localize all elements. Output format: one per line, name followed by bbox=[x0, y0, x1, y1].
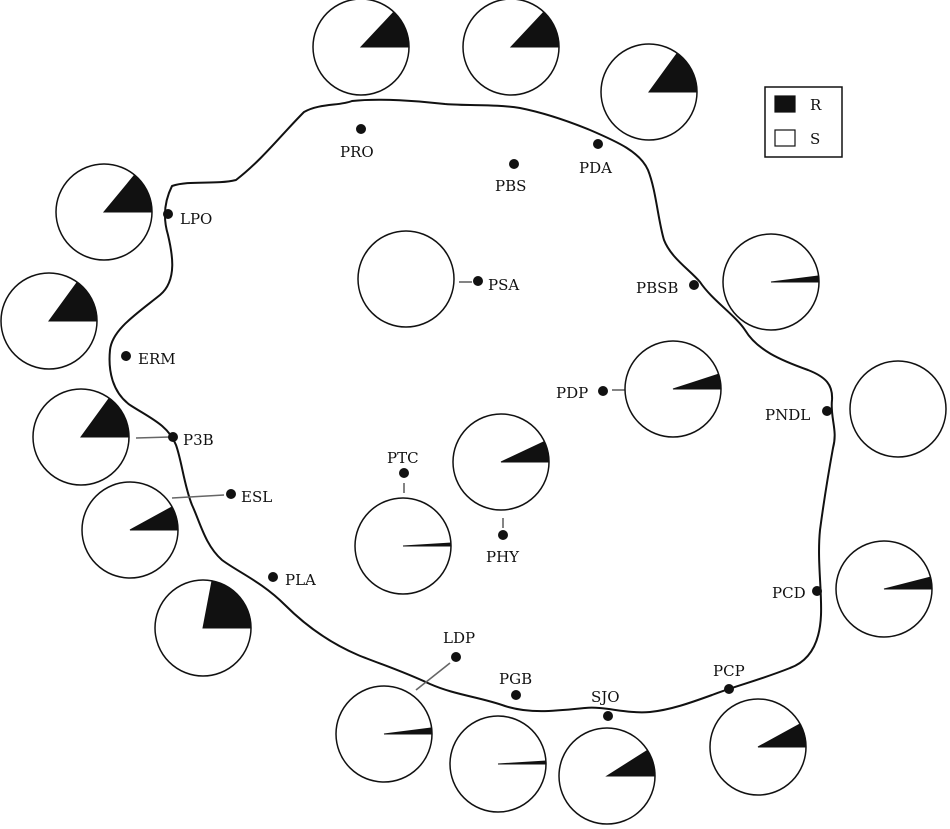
site-label-pcd: PCD bbox=[772, 584, 806, 602]
legend: R S bbox=[764, 86, 843, 158]
site-label-pro: PRO bbox=[340, 143, 374, 161]
pie-phy bbox=[452, 413, 550, 511]
pie-slice-r-pgb bbox=[497, 760, 547, 765]
site-dot-pcd bbox=[812, 586, 822, 596]
pie-sjo bbox=[558, 727, 656, 825]
site-dot-phy bbox=[498, 530, 508, 540]
pie-slice-r-pda bbox=[648, 52, 698, 93]
site-markers: PRO PBS PDA LPO PSA PBSB ERM PDP P3B PND… bbox=[121, 124, 832, 721]
site-label-lpo: LPO bbox=[180, 210, 212, 228]
pie-ptc bbox=[354, 497, 452, 595]
leader-line-ldp bbox=[415, 662, 451, 691]
site-label-pda: PDA bbox=[579, 159, 612, 177]
pie-slice-r-phy bbox=[500, 440, 550, 463]
pie-pcd bbox=[835, 540, 933, 638]
legend-swatch-s bbox=[774, 129, 796, 147]
pie-slice-r-pcd bbox=[883, 576, 933, 590]
pie-pdp bbox=[624, 340, 722, 438]
pie-slice-r-pbs bbox=[509, 11, 560, 48]
pie-pcp bbox=[709, 698, 807, 796]
site-label-sjo: SJO bbox=[591, 688, 620, 706]
legend-label-s: S bbox=[810, 130, 820, 148]
pie-pgb bbox=[449, 715, 547, 813]
legend-label-r: R bbox=[810, 96, 822, 114]
site-label-ptc: PTC bbox=[387, 449, 419, 467]
pie-p3b bbox=[32, 388, 130, 486]
pie-slice-r-pro bbox=[359, 11, 410, 48]
site-label-pgb: PGB bbox=[499, 670, 532, 688]
site-dot-pgb bbox=[511, 690, 521, 700]
leader-line-p3b bbox=[135, 436, 171, 439]
pie-ldp bbox=[335, 685, 433, 783]
site-dot-pndl bbox=[822, 406, 832, 416]
pie-slice-r-pdp bbox=[672, 373, 722, 390]
site-dot-psa bbox=[473, 276, 483, 286]
pie-erm bbox=[0, 272, 98, 370]
pie-pndl bbox=[849, 360, 947, 458]
site-label-psa: PSA bbox=[488, 276, 519, 294]
site-label-pbs: PBS bbox=[495, 177, 526, 195]
site-label-p3b: P3B bbox=[183, 431, 214, 449]
pie-pbs bbox=[462, 0, 560, 96]
pie-slice-r-sjo bbox=[605, 749, 656, 777]
site-dot-ptc bbox=[399, 468, 409, 478]
pie-slice-r-pla bbox=[202, 580, 252, 629]
site-label-erm: ERM bbox=[138, 350, 176, 368]
site-dot-pro bbox=[356, 124, 366, 134]
pie-slice-s-pndl bbox=[849, 360, 947, 458]
site-label-ldp: LDP bbox=[443, 629, 475, 647]
site-dot-pbs bbox=[509, 159, 519, 169]
pie-slice-r-p3b bbox=[80, 397, 130, 438]
island-coastline bbox=[108, 98, 836, 714]
pie-lpo bbox=[55, 163, 153, 261]
pie-slice-r-ptc bbox=[402, 542, 452, 547]
site-dot-erm bbox=[121, 351, 131, 361]
pie-slice-r-esl bbox=[129, 506, 179, 531]
site-dot-ldp bbox=[451, 652, 461, 662]
site-label-pndl: PNDL bbox=[765, 406, 810, 424]
pie-slice-s-psa bbox=[357, 230, 455, 328]
pie-esl bbox=[81, 481, 179, 579]
leader-lines bbox=[135, 281, 626, 691]
pie-slice-r-lpo bbox=[102, 174, 153, 213]
site-dot-esl bbox=[226, 489, 236, 499]
site-dot-pla bbox=[268, 572, 278, 582]
pie-pda bbox=[600, 43, 698, 141]
pie-slice-r-erm bbox=[48, 281, 98, 322]
site-dot-p3b bbox=[168, 432, 178, 442]
site-dot-pbsb bbox=[689, 280, 699, 290]
pie-pla bbox=[154, 579, 252, 677]
pie-psa bbox=[357, 230, 455, 328]
pie-pro bbox=[312, 0, 410, 96]
legend-swatch-r bbox=[774, 95, 796, 113]
site-dot-pdp bbox=[598, 386, 608, 396]
site-dot-pcp bbox=[724, 684, 734, 694]
site-label-esl: ESL bbox=[241, 488, 272, 506]
pie-slice-r-pbsb bbox=[770, 275, 820, 283]
site-label-pla: PLA bbox=[285, 571, 316, 589]
leader-line-esl bbox=[171, 494, 225, 499]
site-dot-lpo bbox=[163, 209, 173, 219]
pie-slice-r-ldp bbox=[383, 727, 433, 735]
pie-slice-r-pcp bbox=[757, 723, 807, 748]
site-label-pbsb: PBSB bbox=[636, 279, 678, 297]
site-dot-sjo bbox=[603, 711, 613, 721]
site-dot-pda bbox=[593, 139, 603, 149]
pie-pbsb bbox=[722, 233, 820, 331]
site-label-pdp: PDP bbox=[556, 384, 588, 402]
site-label-phy: PHY bbox=[486, 548, 520, 566]
site-label-pcp: PCP bbox=[713, 662, 745, 680]
